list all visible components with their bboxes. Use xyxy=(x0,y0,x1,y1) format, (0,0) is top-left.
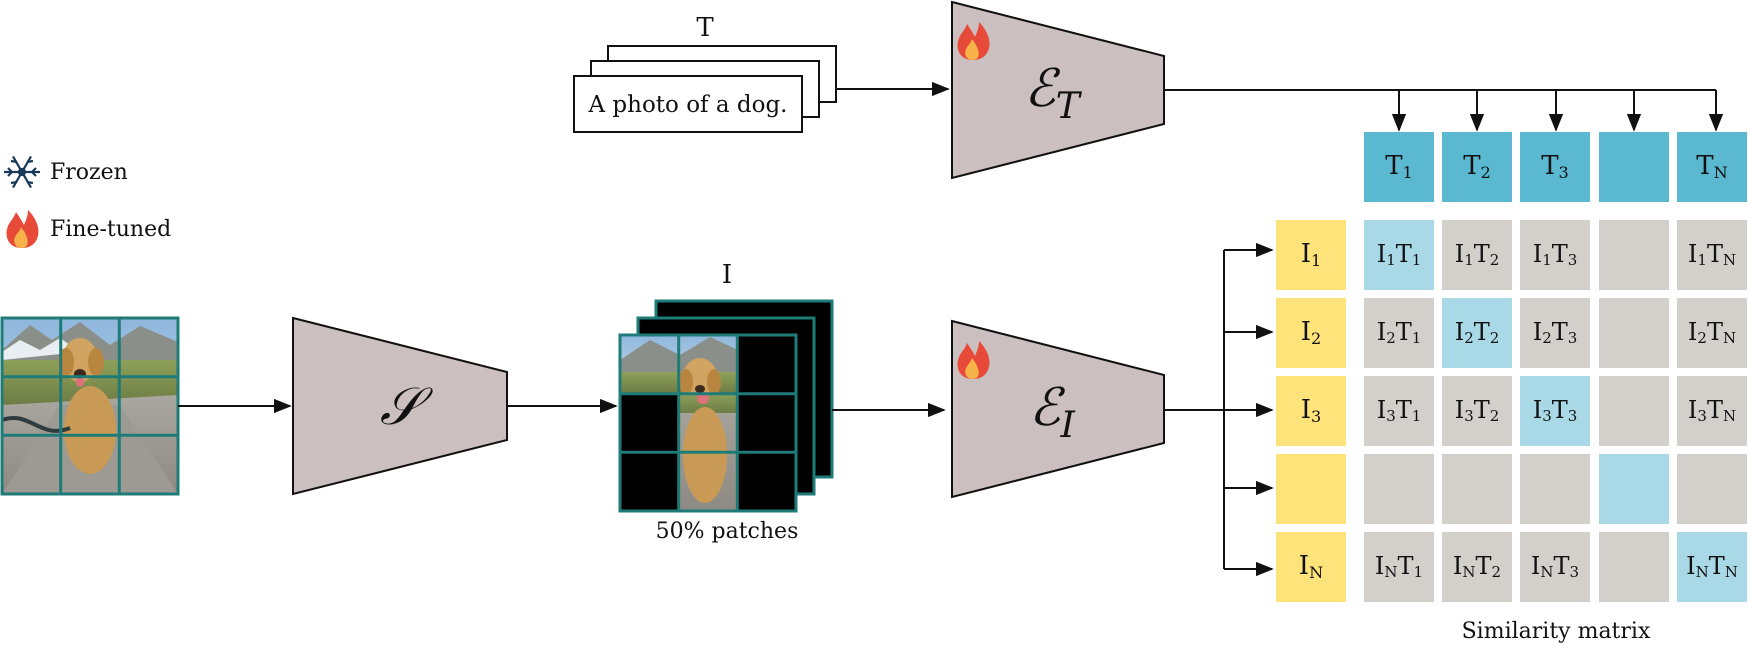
text-page-front xyxy=(573,75,803,133)
matrix-cell-label: I3T1 xyxy=(1377,396,1422,426)
image-header-cell xyxy=(1276,376,1346,446)
image-header-label: I3 xyxy=(1301,395,1322,426)
matrix-cell xyxy=(1442,454,1512,524)
matrix-cell-label: I1T3 xyxy=(1533,240,1578,270)
input-image xyxy=(0,316,180,496)
similarity-matrix: I1T1 I1T2 I1T3 I1TN I2T1 I2T2 I2T3 I2TN I3T1 I3T2… xyxy=(1364,220,1747,602)
matrix-cell-label: I1TN xyxy=(1688,240,1736,270)
matrix-cell xyxy=(1364,376,1434,446)
matrix-cell-label: I3T3 xyxy=(1533,396,1578,426)
text-header-label: T2 xyxy=(1463,151,1491,182)
matrix-cell-label: I2T2 xyxy=(1455,318,1500,348)
matrix-cell xyxy=(1442,220,1512,290)
image-header-label: IN xyxy=(1299,551,1323,582)
matrix-cell xyxy=(1520,220,1590,290)
matrix-cell-label: INT2 xyxy=(1453,552,1501,582)
matrix-cell-label: I1T1 xyxy=(1377,240,1422,270)
matrix-cell xyxy=(1599,532,1669,602)
text-header-cell xyxy=(1364,132,1434,202)
text-embedding-bus xyxy=(1164,89,1724,132)
text-document-stack: T A photo of a dog. xyxy=(573,13,837,133)
text-encoder-shape xyxy=(951,0,1165,180)
image-header-cell xyxy=(1276,298,1346,368)
matrix-cell-label: I2TN xyxy=(1688,318,1736,348)
image-header-cell xyxy=(1276,454,1346,524)
dog-photo xyxy=(2,318,178,494)
matrix-cell xyxy=(1677,376,1747,446)
matrix-cell-diagonal xyxy=(1677,532,1747,602)
text-header-label: TN xyxy=(1696,151,1727,182)
matrix-cell xyxy=(1442,532,1512,602)
matrix-cell-label: I3T2 xyxy=(1455,396,1500,426)
matrix-cell-label: I3TN xyxy=(1688,396,1736,426)
matrix-cell-label: I2T1 xyxy=(1377,318,1422,348)
text-embedding-headers: T1 T2 T3 TN xyxy=(1364,132,1747,202)
matrix-cell xyxy=(1520,298,1590,368)
matrix-cell-diagonal xyxy=(1442,298,1512,368)
snowflake-icon xyxy=(4,155,40,189)
legend: Frozen Fine-tuned xyxy=(4,155,171,248)
flame-icon xyxy=(957,341,990,379)
matrix-cell xyxy=(1599,298,1669,368)
matrix-cell xyxy=(1520,454,1590,524)
matrix-cell xyxy=(1677,298,1747,368)
matrix-cell-label: INT3 xyxy=(1531,552,1579,582)
matrix-cell-diagonal xyxy=(1364,220,1434,290)
text-encoder: ℰT xyxy=(951,0,1165,180)
text-caption: A photo of a dog. xyxy=(587,92,787,118)
matrix-cell-diagonal xyxy=(1599,454,1669,524)
image-encoder-label: ℰI xyxy=(1029,378,1075,446)
image-header-cell xyxy=(1276,532,1346,602)
matrix-cell xyxy=(1442,376,1512,446)
patches-caption: 50% patches xyxy=(656,519,799,544)
image-encoder-shape xyxy=(951,319,1165,499)
matrix-cell xyxy=(1677,220,1747,290)
image-header-label: I1 xyxy=(1301,239,1322,270)
image-stack-label: I xyxy=(722,260,732,290)
text-header-cell xyxy=(1677,132,1747,202)
text-header-cell xyxy=(1599,132,1669,202)
matrix-cell xyxy=(1677,454,1747,524)
legend-frozen-label: Frozen xyxy=(50,160,128,185)
matrix-cell-label: I2T3 xyxy=(1533,318,1578,348)
similarity-matrix-title: Similarity matrix xyxy=(1462,619,1651,644)
text-header-cell xyxy=(1442,132,1512,202)
image-encoder: ℰI xyxy=(951,319,1165,499)
flame-icon xyxy=(6,210,39,248)
masked-image-stack: I 50% patches xyxy=(618,260,834,544)
matrix-cell xyxy=(1364,532,1434,602)
patch-sampler: 𝒮 xyxy=(292,316,508,496)
matrix-cell xyxy=(1599,220,1669,290)
text-stack-label: T xyxy=(696,13,714,43)
matrix-cell-label: INT1 xyxy=(1375,552,1423,582)
matrix-cell xyxy=(1599,376,1669,446)
text-header-label: T3 xyxy=(1541,151,1569,182)
matrix-cell xyxy=(1520,532,1590,602)
matrix-cell-label: INTN xyxy=(1686,552,1738,582)
image-header-label: I2 xyxy=(1301,317,1322,348)
text-header-label: T1 xyxy=(1385,151,1413,182)
text-encoder-label: ℰT xyxy=(1024,59,1082,127)
sampler-shape xyxy=(292,316,508,496)
text-header-cell xyxy=(1520,132,1590,202)
matrix-cell-diagonal xyxy=(1520,376,1590,446)
matrix-cell-label: I1T2 xyxy=(1455,240,1500,270)
masked-patch-grid xyxy=(618,333,798,513)
image-header-cell xyxy=(1276,220,1346,290)
matrix-cell xyxy=(1364,454,1434,524)
flame-icon xyxy=(957,22,990,60)
legend-finetuned-label: Fine-tuned xyxy=(50,217,171,242)
image-embedding-bus xyxy=(1164,242,1274,577)
matrix-cell xyxy=(1364,298,1434,368)
